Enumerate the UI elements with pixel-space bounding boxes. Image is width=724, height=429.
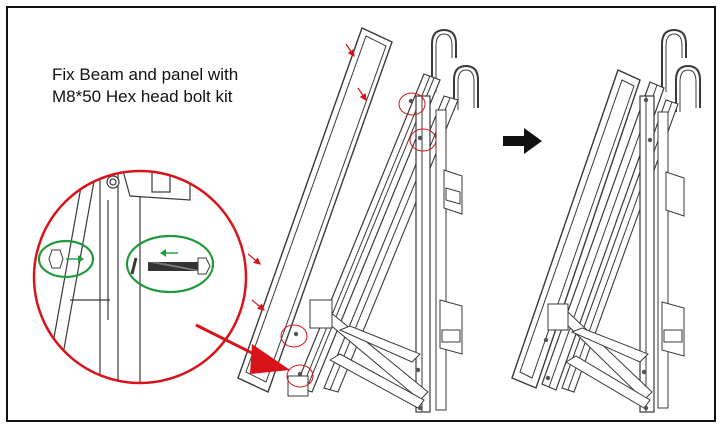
left-assembly — [237, 27, 479, 413]
beam-front-right — [541, 81, 665, 391]
clamp-block-right — [547, 303, 569, 331]
back-leg-right — [639, 95, 669, 413]
caption-line-1: Fix Beam and panel with — [52, 65, 239, 84]
cross-brace-left — [321, 311, 429, 409]
instruction-caption: Fix Beam and panel with M8*50 Hex head b… — [52, 64, 238, 108]
brackets-right — [661, 171, 685, 357]
bolt-detail — [125, 234, 215, 294]
arrow-right-icon — [503, 128, 542, 154]
zoom-pointer-arrow — [195, 323, 290, 374]
right-assembly — [511, 28, 701, 413]
solar-panel-right — [511, 69, 641, 389]
washer-icon — [130, 257, 138, 275]
hook-left-1 — [431, 28, 457, 92]
nut-icon — [48, 249, 64, 269]
caption-line-2: M8*50 Hex head bolt kit — [52, 87, 233, 106]
fastener-highlights — [280, 92, 437, 388]
hook-left-2 — [453, 64, 479, 110]
clamp-block — [309, 299, 333, 329]
foot-block — [287, 375, 309, 397]
hook-right-2 — [675, 64, 701, 112]
brackets-left — [439, 169, 463, 355]
hex-bolt-icon — [147, 257, 211, 275]
hook-right-1 — [661, 28, 687, 92]
insertion-arrows — [247, 43, 367, 311]
bolt-heads-right — [543, 97, 653, 411]
bolt-heads-left — [293, 98, 423, 411]
nut-detail — [37, 239, 95, 279]
zoom-callout — [32, 169, 248, 385]
zoom-ring — [32, 169, 248, 385]
solar-panel-left — [237, 27, 393, 393]
back-leg-left — [415, 95, 447, 413]
cross-brace-right — [559, 311, 653, 409]
